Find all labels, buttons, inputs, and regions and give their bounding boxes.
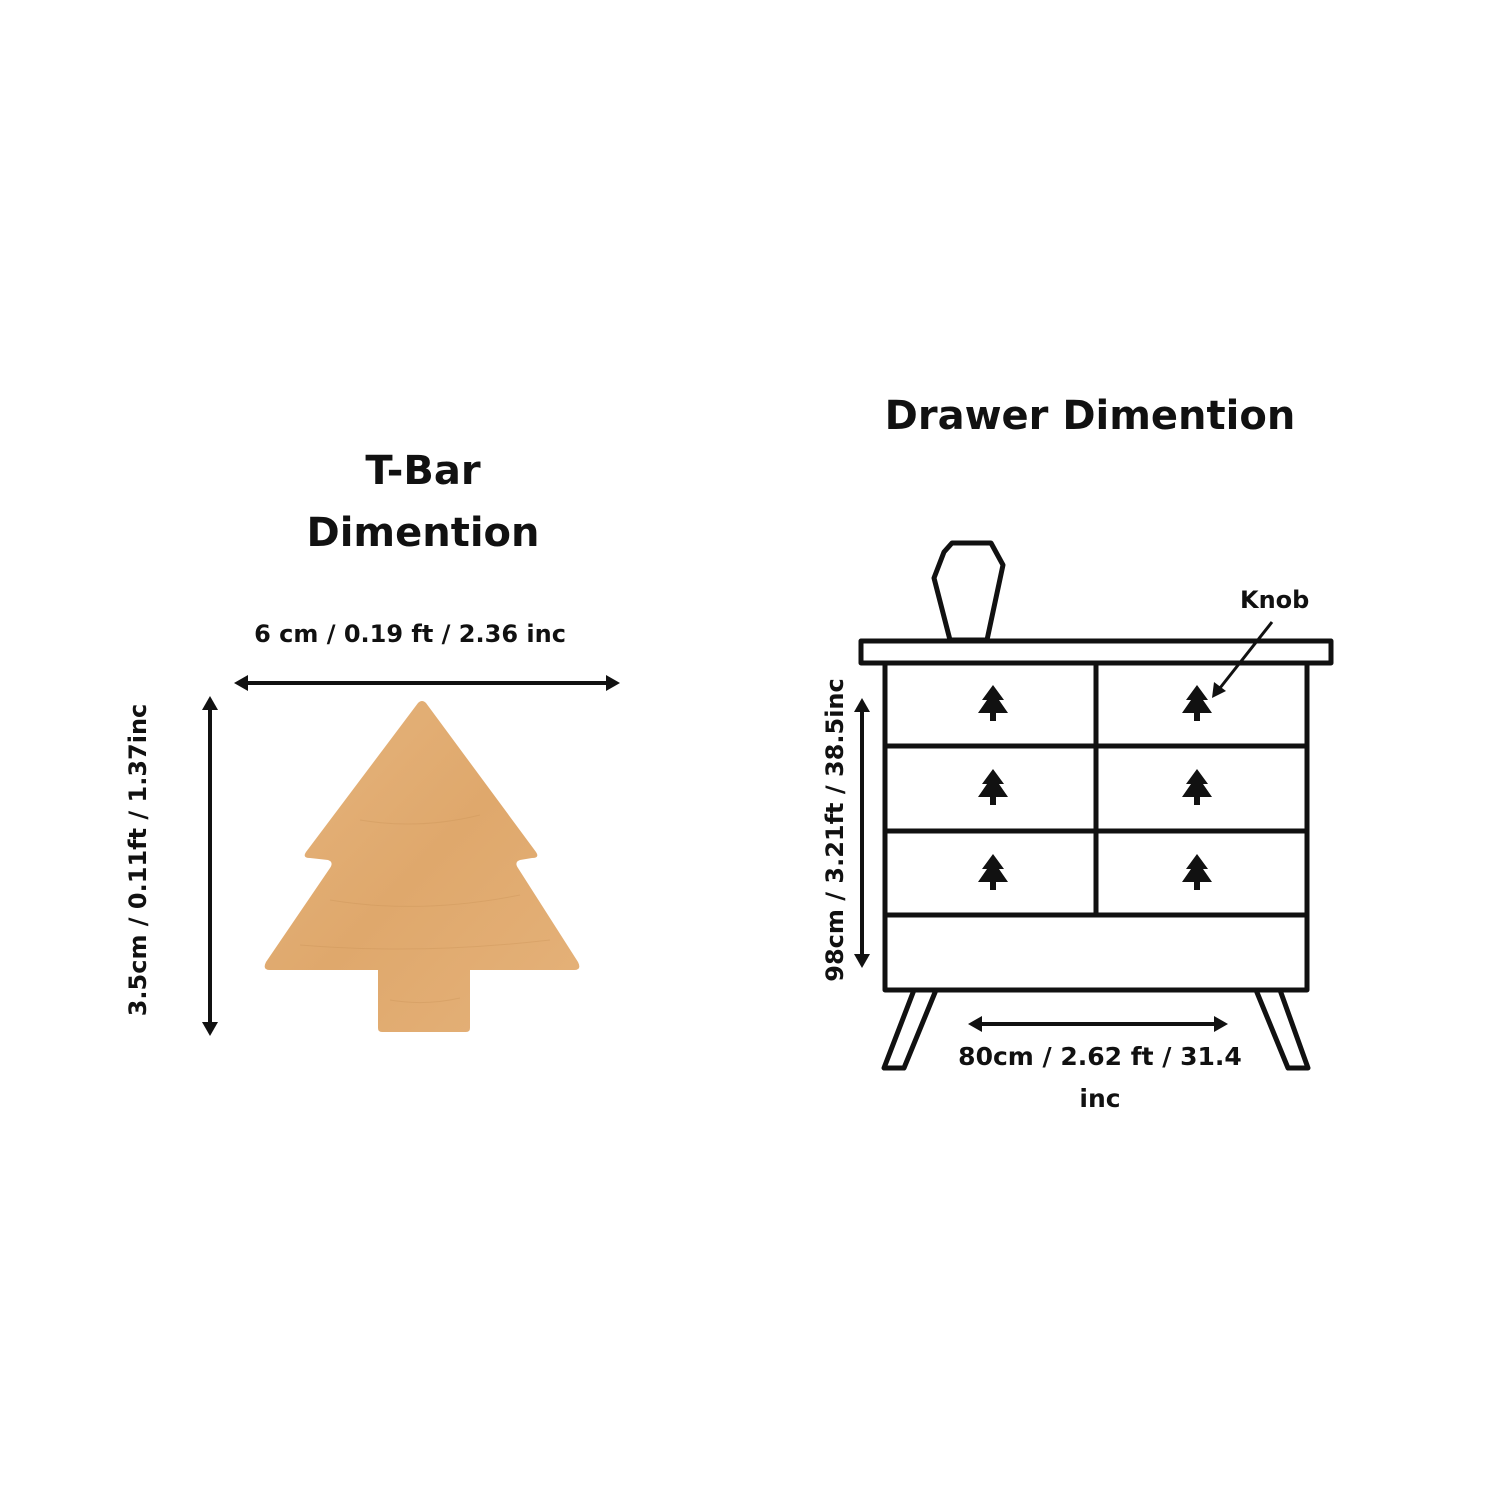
drawer-width-label: 80cm / 2.62 ft / 31.4 inc — [958, 1042, 1242, 1113]
tbar-wooden-tree-image — [264, 701, 580, 1032]
tbar-height-label: 3.5cm / 0.11ft / 1.37inc — [124, 703, 152, 1017]
knob-pointer-arrow — [1212, 621, 1274, 698]
tree-knob-icon — [1182, 769, 1212, 805]
tbar-height-arrow — [202, 696, 218, 1036]
tree-knob-icon — [978, 854, 1008, 890]
drawer-title: Drawer Dimention — [884, 393, 1296, 439]
knob-label: Knob — [1240, 586, 1310, 614]
tbar-title-line2: Dimention — [306, 510, 540, 556]
tree-knob-icon — [1182, 685, 1212, 721]
tbar-title-line1: T-Bar — [365, 448, 481, 494]
drawer-height-arrow — [854, 698, 870, 968]
tbar-title: T-Bar Dimention — [223, 440, 623, 564]
tree-knob-icon — [978, 685, 1008, 721]
drawer-width-arrow — [968, 1016, 1228, 1032]
vase-icon — [931, 540, 1006, 643]
tbar-height-label-wrap: 3.5cm / 0.11ft / 1.37inc — [88, 700, 188, 1020]
drawer-height-label: 98cm / 3.21ft / 38.5inc — [821, 678, 849, 982]
tbar-width-arrow — [234, 675, 620, 691]
drawer-height-label-wrap: 98cm / 3.21ft / 38.5inc — [805, 660, 865, 1000]
tbar-width-label: 6 cm / 0.19 ft / 2.36 inc — [254, 620, 566, 648]
dresser-illustration — [858, 540, 1334, 1071]
tree-knob-icon — [978, 769, 1008, 805]
tree-knob-icon — [1182, 854, 1212, 890]
